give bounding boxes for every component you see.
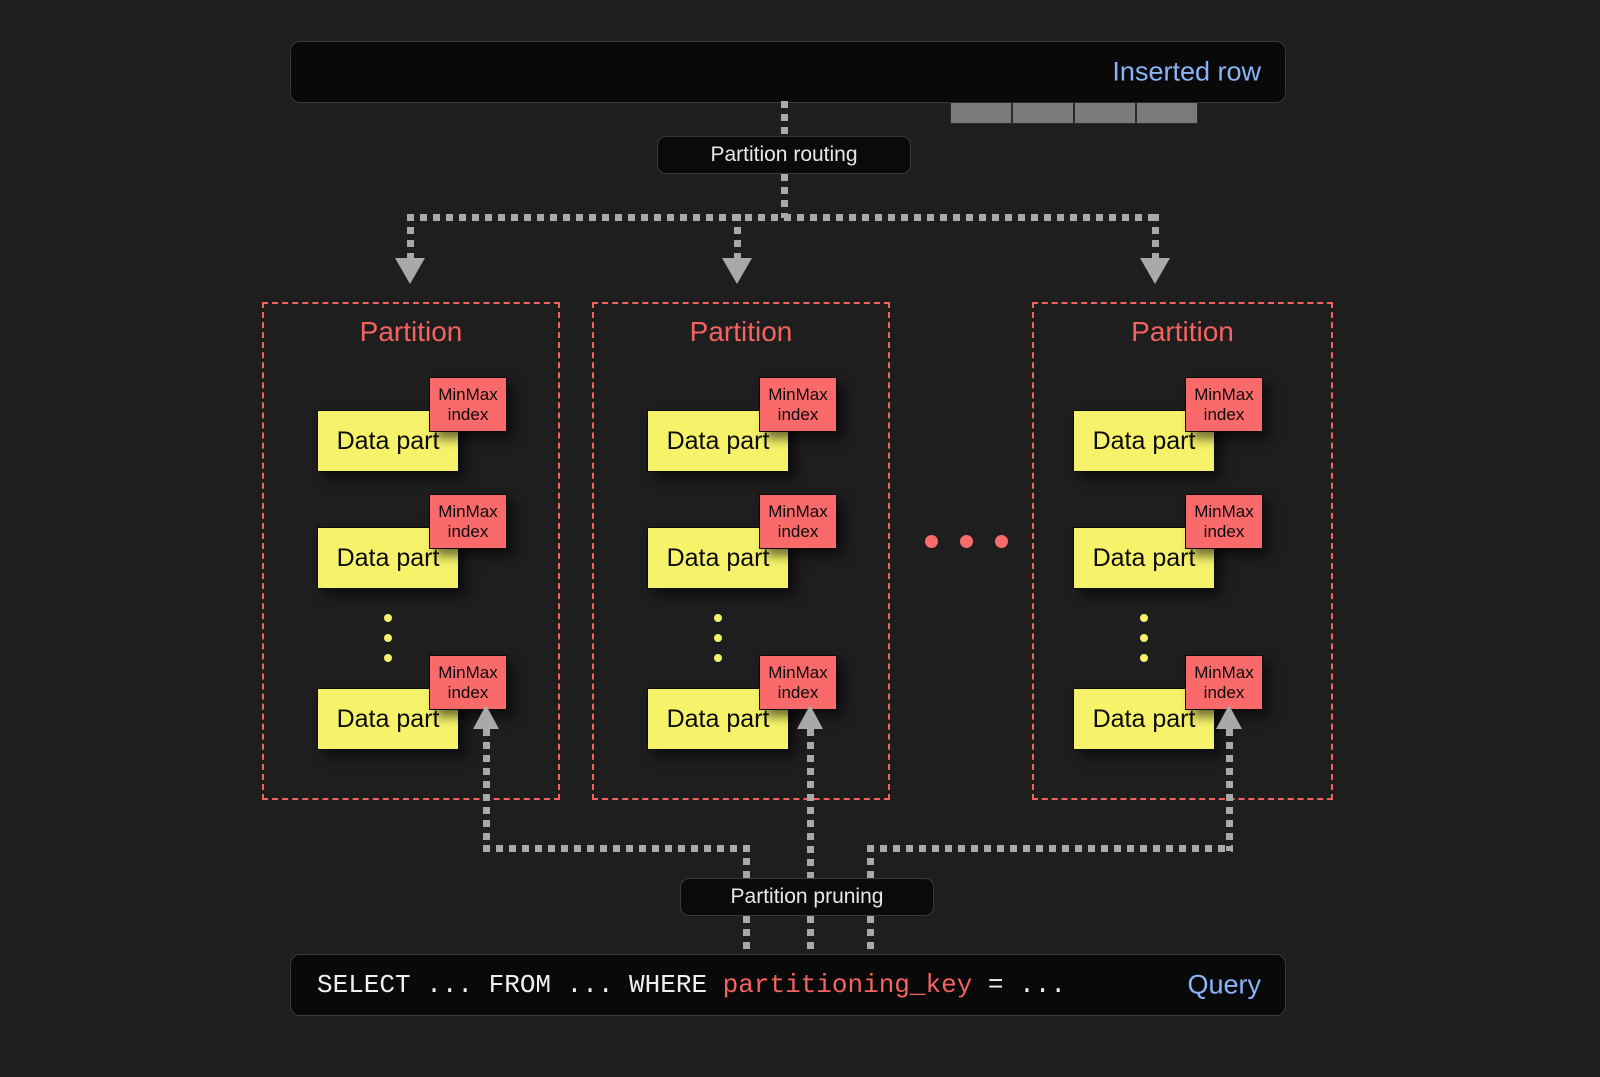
connector-pruning-to-query-3	[867, 916, 874, 954]
data-part-ellipsis	[714, 614, 722, 674]
connector-pruning-to-query-2	[807, 916, 814, 954]
minmax-index-line2: index	[777, 404, 819, 424]
minmax-index-line1: MinMax	[1194, 501, 1254, 521]
query-label: Query	[1187, 969, 1261, 1000]
minmax-index-line1: MinMax	[768, 384, 828, 404]
minmax-index-line1: MinMax	[768, 501, 828, 521]
connector-pruning-left-drop	[743, 845, 750, 881]
data-part-box: Data part	[1073, 410, 1215, 472]
connector-routing-bus	[407, 214, 1159, 221]
row-cell	[1074, 102, 1136, 124]
minmax-index-box: MinMax index	[429, 494, 507, 549]
connector-bus-to-partition-3	[1152, 214, 1159, 260]
partition-box-1: Partition MinMax index Data part MinMax …	[262, 302, 560, 800]
minmax-index-line2: index	[447, 404, 489, 424]
arrow-down-partition-1	[395, 258, 425, 284]
connector-pruning-to-query-1	[743, 916, 750, 954]
minmax-index-line1: MinMax	[768, 662, 828, 682]
connector-pruning-bus-left	[483, 845, 749, 852]
inserted-row-label: Inserted row	[1112, 56, 1261, 87]
query-text: SELECT ... FROM ... WHERE partitioning_k…	[317, 970, 1066, 1000]
minmax-index-box: MinMax index	[429, 377, 507, 432]
minmax-index-box: MinMax index	[429, 655, 507, 710]
inserted-row-bar: Inserted row	[290, 41, 1286, 124]
minmax-index-box: MinMax index	[1185, 494, 1263, 549]
minmax-index-line2: index	[1203, 404, 1245, 424]
partition-title: Partition	[689, 316, 793, 347]
connector-pruning-right-drop	[867, 845, 874, 881]
partition-pruning-box[interactable]: Partition pruning	[680, 878, 934, 916]
arrow-down-partition-3	[1140, 258, 1170, 284]
connector-pruning-partition-1	[483, 729, 490, 851]
data-part-box: Data part	[1073, 527, 1215, 589]
row-cell	[950, 102, 1012, 124]
minmax-index-line2: index	[777, 521, 819, 541]
row-cell	[1012, 102, 1074, 124]
minmax-index-box: MinMax index	[1185, 655, 1263, 710]
partition-routing-box[interactable]: Partition routing	[657, 136, 911, 174]
arrow-up-partition-1	[473, 705, 499, 729]
connector-pruning-partition-2	[807, 729, 814, 881]
arrow-down-partition-2	[722, 258, 752, 284]
arrow-up-partition-3	[1216, 705, 1242, 729]
minmax-index-box: MinMax index	[759, 655, 837, 710]
minmax-index-box: MinMax index	[759, 494, 837, 549]
minmax-index-line2: index	[1203, 682, 1245, 702]
minmax-index-line1: MinMax	[1194, 384, 1254, 404]
query-keyword: partitioning_key	[722, 970, 973, 1000]
data-part-ellipsis	[384, 614, 392, 674]
partition-title: Partition	[1131, 316, 1234, 347]
partition-box-3: Partition MinMax index Data part MinMax …	[1032, 302, 1333, 800]
query-bar: SELECT ... FROM ... WHERE partitioning_k…	[290, 954, 1286, 1016]
connector-pruning-partition-3	[1226, 729, 1233, 851]
connector-row-to-routing	[781, 101, 788, 137]
minmax-index-line2: index	[1203, 521, 1245, 541]
connector-bus-to-partition-2	[734, 214, 741, 260]
connector-bus-to-partition-1	[407, 214, 414, 260]
partition-ellipsis	[925, 535, 1008, 548]
query-suffix: = ...	[972, 970, 1066, 1000]
minmax-index-line1: MinMax	[1194, 662, 1254, 682]
inserted-row-cells	[950, 102, 1198, 124]
connector-routing-to-bus	[781, 174, 788, 218]
partition-box-2: Partition MinMax index Data part MinMax …	[592, 302, 890, 800]
row-cell	[1136, 102, 1198, 124]
query-prefix: SELECT ... FROM ... WHERE	[317, 970, 723, 1000]
arrow-up-partition-2	[797, 705, 823, 729]
minmax-index-line1: MinMax	[438, 662, 498, 682]
data-part-ellipsis	[1140, 614, 1148, 674]
minmax-index-line1: MinMax	[438, 501, 498, 521]
minmax-index-line2: index	[447, 682, 489, 702]
minmax-index-line2: index	[447, 521, 489, 541]
minmax-index-box: MinMax index	[1185, 377, 1263, 432]
minmax-index-line2: index	[777, 682, 819, 702]
connector-pruning-bus-right	[867, 845, 1233, 852]
minmax-index-box: MinMax index	[759, 377, 837, 432]
minmax-index-line1: MinMax	[438, 384, 498, 404]
partition-routing-label: Partition routing	[710, 143, 858, 166]
partition-title: Partition	[359, 316, 463, 347]
partition-pruning-label: Partition pruning	[730, 885, 884, 908]
